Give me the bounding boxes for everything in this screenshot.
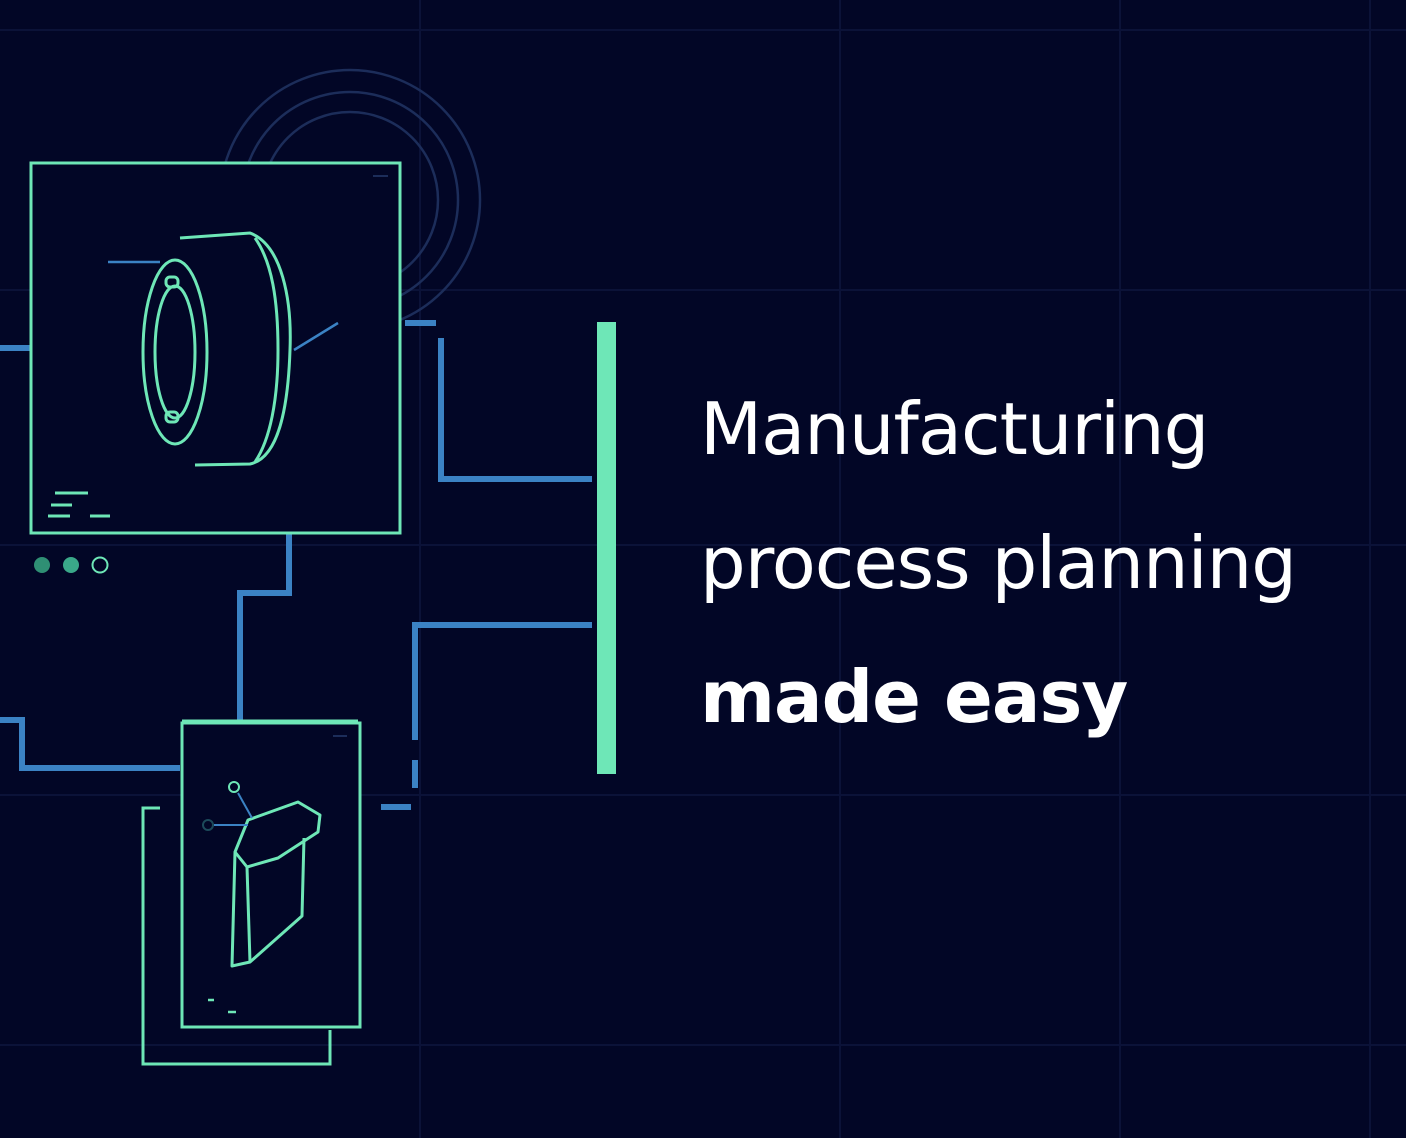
prism-part-icon (230, 800, 322, 968)
indicator-dot (63, 557, 79, 573)
callout-line (293, 321, 339, 352)
headline: Manufacturing process planning made easy (700, 362, 1297, 764)
prism-callouts (202, 781, 253, 831)
bottom-part-card (141, 719, 362, 1066)
indicator-dot (34, 557, 50, 573)
indicator-dots (34, 556, 109, 574)
connector-lines (0, 320, 592, 810)
headline-line-3: made easy (700, 655, 1128, 739)
indicator-dot (91, 556, 109, 574)
dome-part-icon (141, 231, 292, 467)
accent-bar (597, 322, 616, 774)
card-text-lines (208, 998, 236, 1014)
top-part-card (29, 161, 402, 535)
card-text-lines (48, 491, 110, 518)
headline-line-1: Manufacturing (700, 387, 1209, 471)
headline-line-2: process planning (700, 521, 1297, 605)
